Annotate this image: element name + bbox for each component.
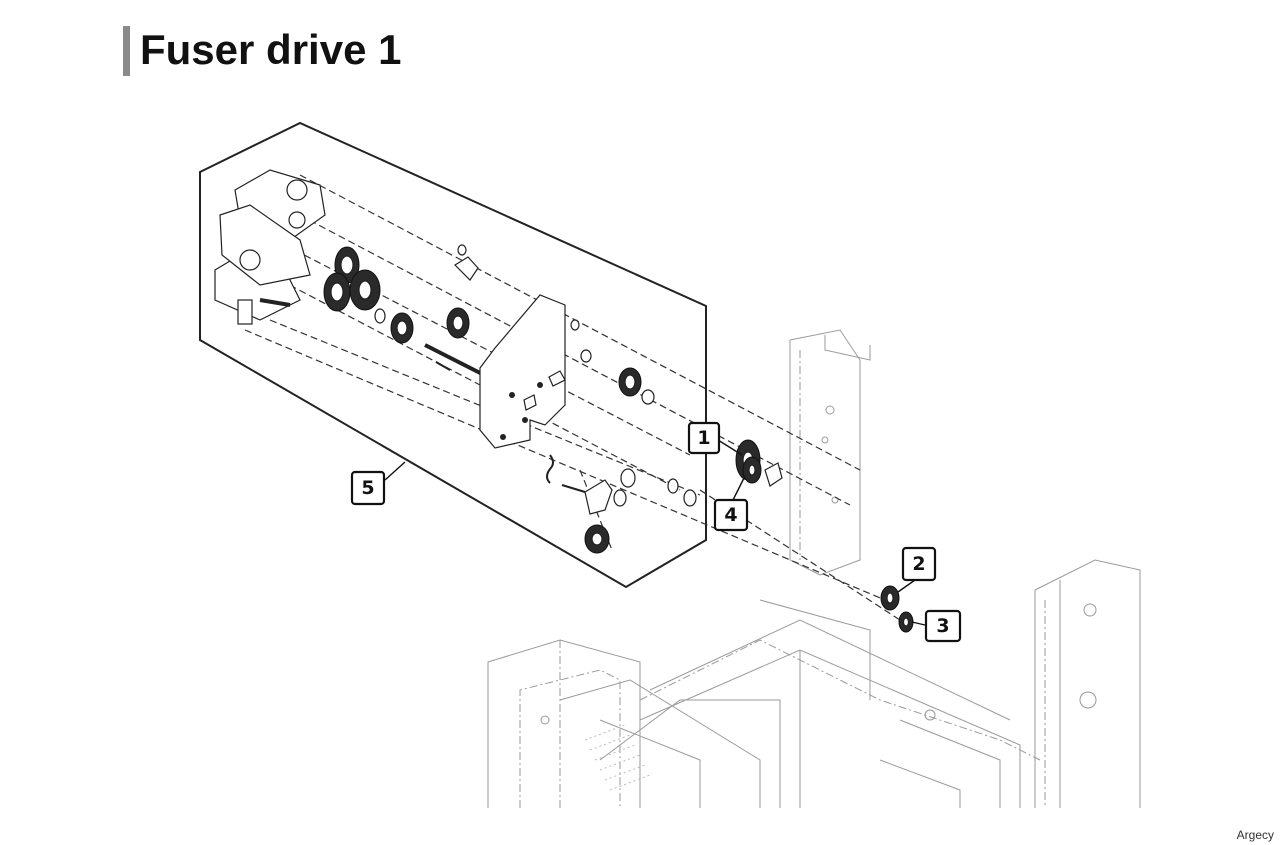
callout-4-label: 4 [724,504,737,526]
assembly-leader-lines [244,174,901,621]
callout-connectors [384,439,926,626]
bracket-part-4 [764,462,783,487]
gear-part-2 [880,585,900,611]
drive-shaft [424,343,491,380]
assembly-outline [199,121,707,589]
title-accent-bar [123,26,130,76]
callout-3: 3 [924,609,962,643]
callout-3-label: 3 [936,615,949,637]
watermark: Argecy [1236,828,1274,842]
callout-1: 1 [687,421,721,455]
callout-4: 4 [713,498,749,532]
drive-gears [323,244,697,554]
gear-part-3 [898,611,914,633]
mounting-plate [454,256,566,449]
callout-1-label: 1 [697,427,710,449]
printer-frame [487,329,1141,808]
callout-2-label: 2 [912,553,925,575]
callout-5-label: 5 [361,477,374,499]
callout-2: 2 [901,546,937,582]
page-title: Fuser drive 1 [140,26,402,73]
gear-part-1 [735,439,762,484]
tension-bracket [546,454,613,515]
callout-5: 5 [350,470,386,506]
gear-housing [214,169,326,325]
